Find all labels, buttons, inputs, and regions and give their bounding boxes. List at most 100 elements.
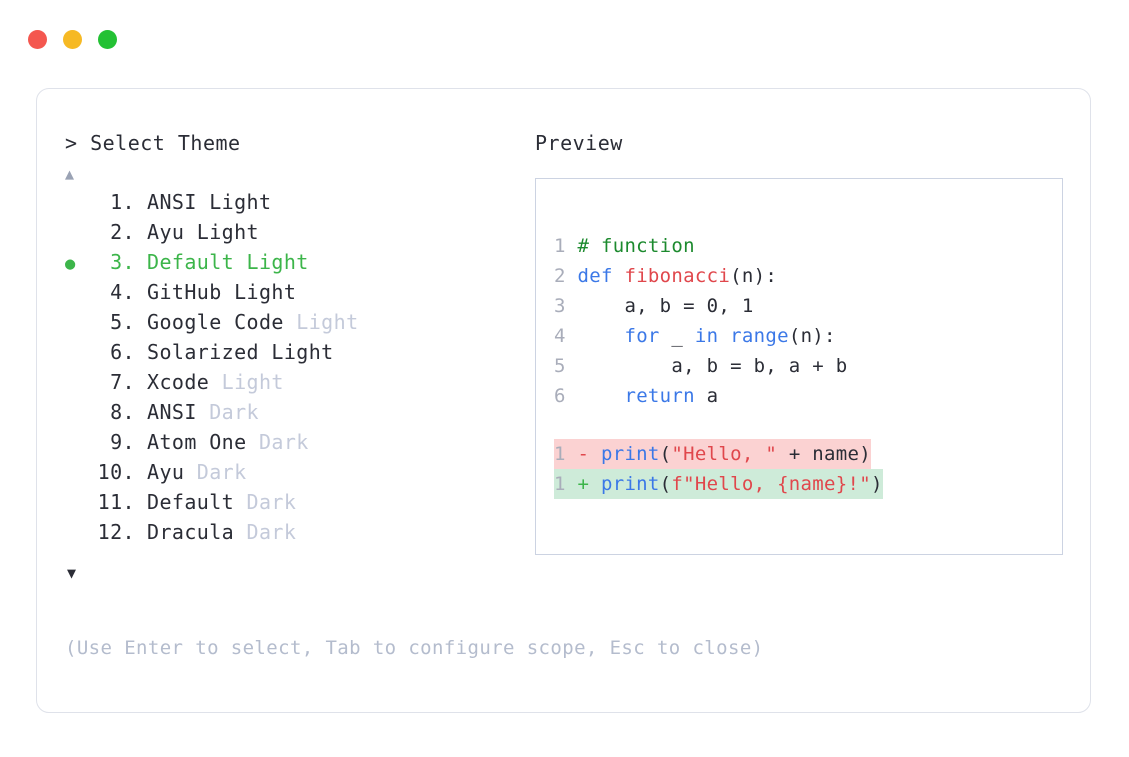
diff-block: 1 - print("Hello, " + name)1 + print(f"H… bbox=[554, 439, 1062, 499]
theme-list-item[interactable]: ● 5. Google Code Light bbox=[65, 310, 535, 340]
code-token: return bbox=[624, 385, 695, 407]
theme-name: GitHub Light bbox=[147, 280, 297, 304]
preview-label: Preview bbox=[535, 131, 623, 155]
code-token: in bbox=[694, 325, 719, 347]
theme-variant-tag: Light bbox=[283, 310, 359, 334]
diff-sign: + bbox=[577, 473, 601, 495]
scroll-down-icon[interactable]: ▼ bbox=[67, 564, 77, 582]
theme-name: ANSI Light bbox=[147, 190, 272, 214]
theme-index: 7. bbox=[110, 370, 135, 394]
theme-index: 10. bbox=[97, 460, 135, 484]
selected-bullet-icon: ● bbox=[65, 316, 91, 333]
theme-index: 2. bbox=[110, 220, 135, 244]
line-number: 2 bbox=[554, 265, 578, 287]
theme-list-item[interactable]: ● 2. Ayu Light bbox=[65, 220, 535, 250]
close-window-dot[interactable] bbox=[28, 30, 47, 49]
theme-variant-tag: Dark bbox=[234, 520, 297, 544]
theme-list-item[interactable]: ● 1. ANSI Light bbox=[65, 190, 535, 220]
theme-index: 3. bbox=[110, 250, 135, 274]
theme-index: 1. bbox=[110, 190, 135, 214]
theme-list-item[interactable]: ● 12. Dracula Dark bbox=[65, 520, 535, 550]
code-token: "Hello, " bbox=[671, 443, 778, 465]
line-number: 1 bbox=[554, 473, 578, 495]
theme-list-item[interactable]: ●8.ANSI Dark bbox=[65, 400, 535, 430]
theme-name: Xcode bbox=[147, 370, 210, 394]
theme-name: Default Light bbox=[147, 250, 309, 274]
line-number: 3 bbox=[554, 295, 578, 317]
maximize-window-dot[interactable] bbox=[98, 30, 117, 49]
line-number: 1 bbox=[554, 443, 578, 465]
code-token: def bbox=[577, 265, 625, 287]
code-line: 2 def fibonacci(n): bbox=[554, 261, 1062, 291]
code-token: (n): bbox=[730, 265, 778, 287]
theme-name: Dracula bbox=[147, 520, 235, 544]
prompt-label: > Select Theme bbox=[65, 131, 241, 155]
theme-name: Google Code bbox=[147, 310, 284, 334]
theme-name: Atom One bbox=[147, 430, 247, 454]
code-token: a, b = 0, 1 bbox=[577, 295, 754, 317]
code-line: 3 a, b = 0, 1 bbox=[554, 291, 1062, 321]
code-token bbox=[718, 325, 730, 347]
code-token: ( bbox=[659, 443, 672, 465]
code-line: 5 a, b = b, a + b bbox=[554, 351, 1062, 381]
code-token: print bbox=[600, 473, 660, 495]
theme-variant-tag: Dark bbox=[196, 400, 259, 424]
selected-bullet-icon: ● bbox=[65, 196, 91, 213]
selected-bullet-icon: ● bbox=[65, 286, 91, 303]
code-token: a bbox=[694, 385, 719, 407]
selected-bullet-icon: ● bbox=[65, 376, 91, 393]
selected-bullet-icon: ● bbox=[65, 346, 91, 363]
theme-name: Ayu Light bbox=[147, 220, 259, 244]
code-token: f"Hello, {name}!" bbox=[671, 473, 871, 495]
selected-bullet-icon: ● bbox=[65, 226, 91, 243]
code-token: range bbox=[730, 325, 789, 347]
theme-index: 5. bbox=[110, 310, 135, 334]
code-line: 4 for _ in range(n): bbox=[554, 321, 1062, 351]
theme-list-item[interactable]: ● 3. Default Light bbox=[65, 250, 535, 280]
selected-bullet-icon: ● bbox=[65, 466, 91, 483]
theme-name: ANSI bbox=[147, 400, 197, 424]
theme-list-item[interactable]: ●9.Atom One Dark bbox=[65, 430, 535, 460]
theme-index: 12. bbox=[97, 520, 135, 544]
theme-list-item[interactable]: ●11.Default Dark bbox=[65, 490, 535, 520]
theme-list-item[interactable]: ●6.Solarized Light bbox=[65, 340, 535, 370]
theme-list: ● 1. ANSI Light ● 2. Ayu Light ● 3. Default Ligh… bbox=[65, 190, 535, 550]
diff-removed-line: 1 - print("Hello, " + name) bbox=[554, 439, 871, 469]
diff-added-line: 1 + print(f"Hello, {name}!") bbox=[554, 469, 883, 499]
theme-list-item[interactable]: ● 7. Xcode Light bbox=[65, 370, 535, 400]
code-token: _ bbox=[659, 325, 695, 347]
theme-list-item[interactable]: ● 4. GitHub Light bbox=[65, 280, 535, 310]
theme-name: Ayu bbox=[147, 460, 185, 484]
diff-sign: - bbox=[577, 443, 601, 465]
theme-name: Default bbox=[147, 490, 235, 514]
line-number: 4 bbox=[554, 325, 578, 347]
theme-index: 9. bbox=[110, 430, 135, 454]
scroll-up-icon[interactable]: ▲ bbox=[65, 165, 75, 183]
minimize-window-dot[interactable] bbox=[63, 30, 82, 49]
selected-bullet-icon: ● bbox=[65, 496, 91, 513]
theme-variant-tag: Light bbox=[209, 370, 284, 394]
window-controls bbox=[28, 30, 117, 49]
code-token: ) bbox=[870, 473, 883, 495]
line-number: 1 bbox=[554, 235, 578, 257]
theme-picker-card: > Select Theme ▲ ● 1. ANSI Light ● 2. Ayu Lig… bbox=[36, 88, 1091, 713]
selected-bullet-icon: ● bbox=[65, 254, 76, 274]
code-token: # function bbox=[577, 235, 695, 257]
keyboard-hint: (Use Enter to select, Tab to configure s… bbox=[65, 637, 764, 659]
selected-bullet-icon: ● bbox=[65, 526, 91, 543]
line-number: 6 bbox=[554, 385, 578, 407]
code-line: 1 # function bbox=[554, 231, 1062, 261]
code-token bbox=[577, 385, 624, 407]
theme-selector-pane: > Select Theme ▲ ● 1. ANSI Light ● 2. Ayu Lig… bbox=[65, 133, 535, 584]
diff-line-wrapper: 1 - print("Hello, " + name) bbox=[554, 439, 1062, 469]
code-gap bbox=[554, 411, 1062, 439]
theme-list-item[interactable]: ● 10. Ayu Dark bbox=[65, 460, 535, 490]
code-token: ( bbox=[659, 473, 672, 495]
diff-line-wrapper: 1 + print(f"Hello, {name}!") bbox=[554, 469, 1062, 499]
theme-index: 4. bbox=[110, 280, 135, 304]
code-token: fibonacci bbox=[624, 265, 731, 287]
theme-index: 8. bbox=[110, 400, 135, 424]
theme-variant-tag: Dark bbox=[184, 460, 247, 484]
